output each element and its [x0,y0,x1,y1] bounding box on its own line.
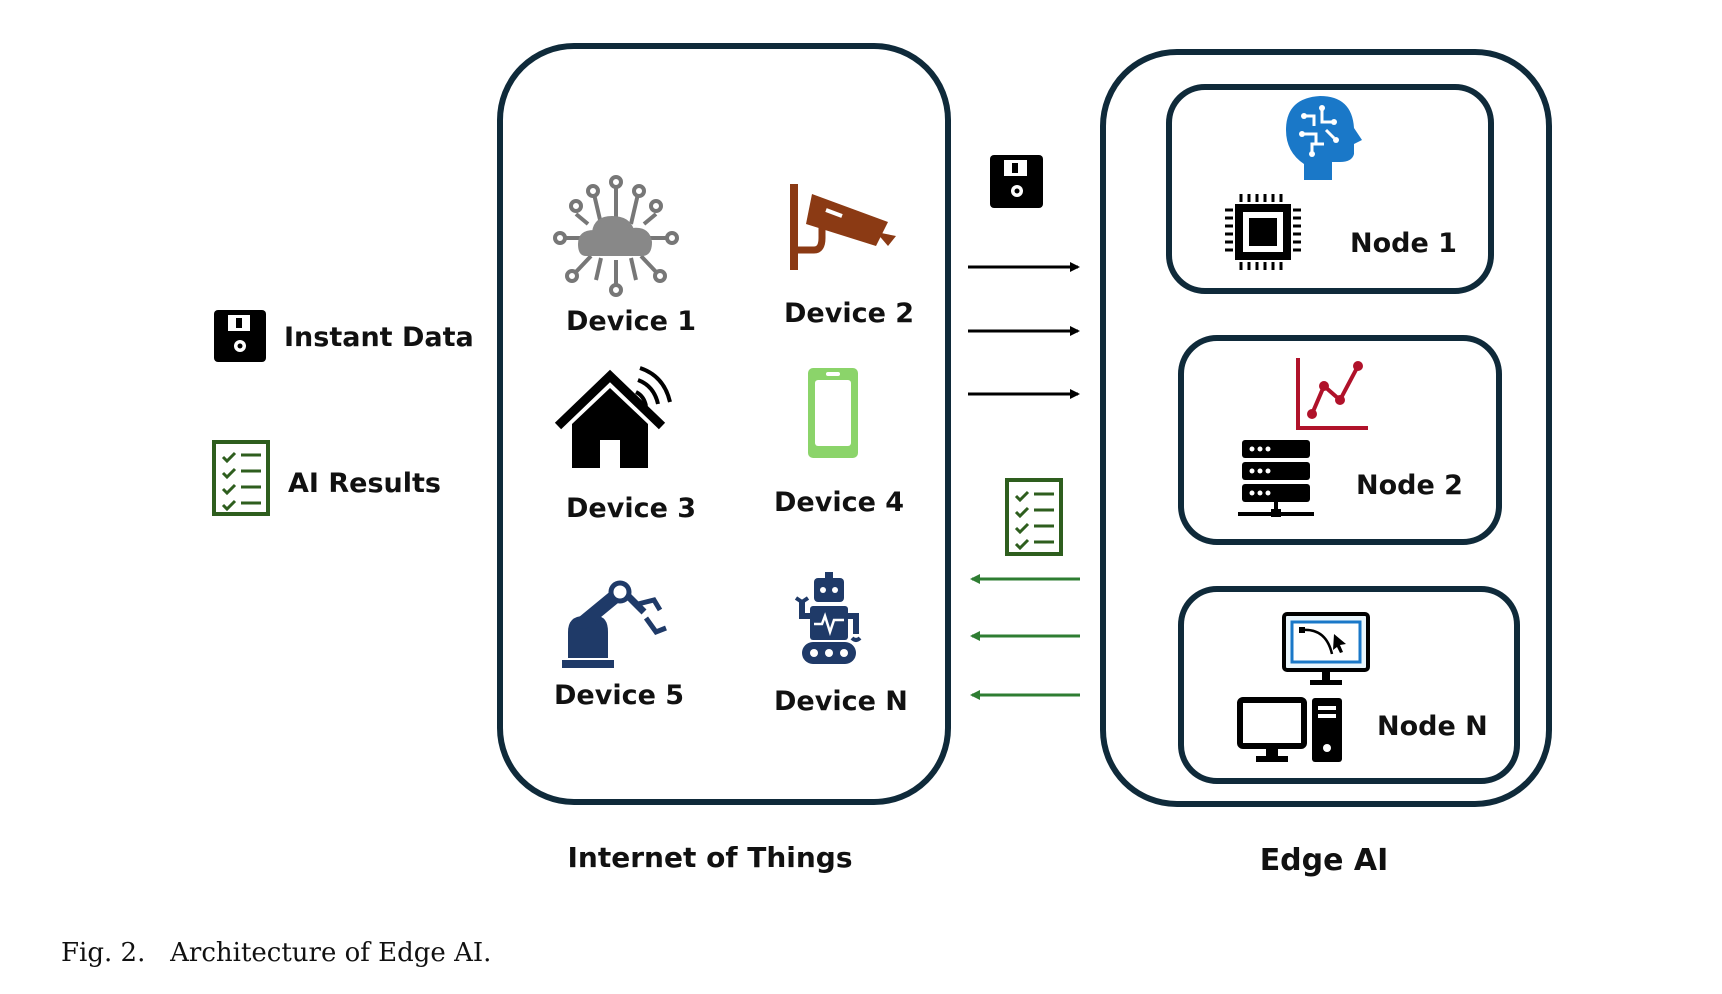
device-n-label: Device N [774,686,908,717]
robot-icon [794,572,862,664]
security-camera-icon [790,184,896,270]
smart-home-icon [554,366,672,468]
node-n-label: Node N [1377,711,1488,742]
device-4-label: Device 4 [774,487,904,518]
iot-frame [497,43,951,805]
legend-ai-results-label: AI Results [288,468,441,499]
node-2-label: Node 2 [1356,470,1463,501]
ai-brain-icon [1286,96,1362,180]
node-n-box: Node N [1178,586,1520,784]
checklist-icon [1005,478,1063,556]
checklist-icon [212,440,270,516]
device-1-label: Device 1 [566,306,696,337]
server-icon [1238,440,1314,517]
device-3-label: Device 3 [566,493,696,524]
iot-title: Internet of Things [567,841,852,874]
iot-panel: Device 1 Device 2 Device 3 Device 4 [497,43,951,805]
line-chart-icon [1296,358,1368,430]
legend-instant-data-label: Instant Data [284,322,474,353]
legend: Instant Data AI Results [212,310,474,516]
robot-arm-icon [562,580,667,668]
cloud-network-icon [553,175,679,297]
floppy-disk-icon [214,310,266,362]
edge-ai-title: Edge AI [1260,843,1389,878]
instant-data-flow [968,155,1080,399]
processor-chip-icon [1225,194,1301,270]
design-monitor-icon [1282,612,1370,685]
ai-results-flow [970,478,1080,700]
node-1-box: Node 1 [1166,84,1494,294]
edge-frame [1100,49,1552,807]
desktop-computer-icon [1237,697,1342,762]
node-1-label: Node 1 [1350,228,1457,259]
floppy-disk-icon [990,155,1043,208]
node-2-box: Node 2 [1178,335,1502,545]
edge-ai-panel: Node 1 Node 2 [1100,49,1552,807]
figure-caption: Fig. 2. Architecture of Edge AI. [61,938,492,968]
smartphone-icon [808,368,858,458]
device-5-label: Device 5 [554,680,684,711]
device-2-label: Device 2 [784,298,914,329]
